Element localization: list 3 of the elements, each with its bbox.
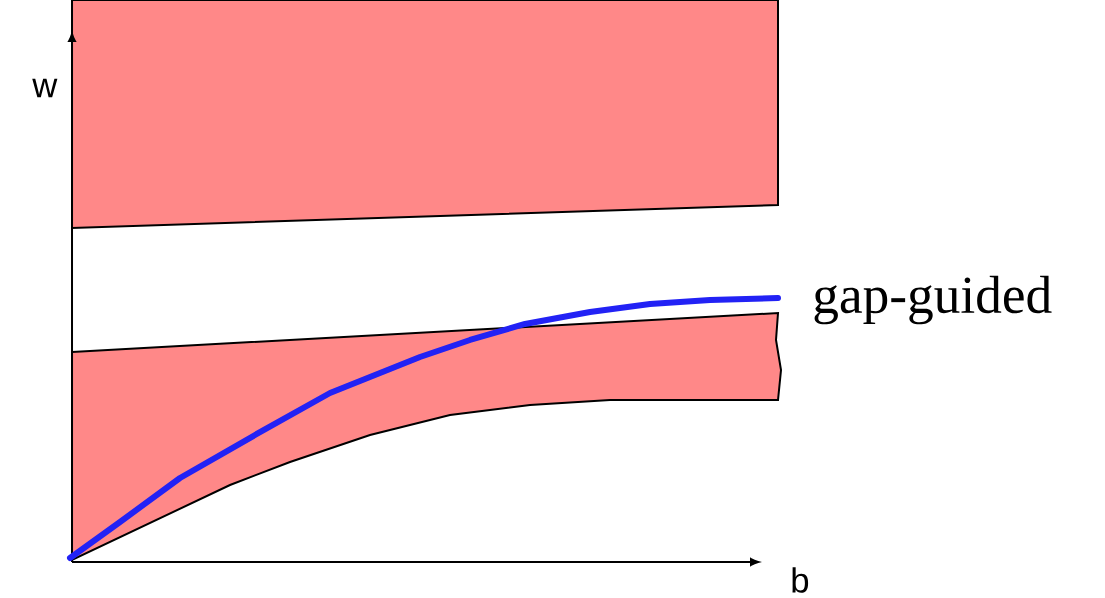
- axis-label: gap-guided: [814, 275, 1052, 325]
- axis-label: w: [32, 78, 58, 98]
- axis-label: b: [792, 567, 809, 593]
